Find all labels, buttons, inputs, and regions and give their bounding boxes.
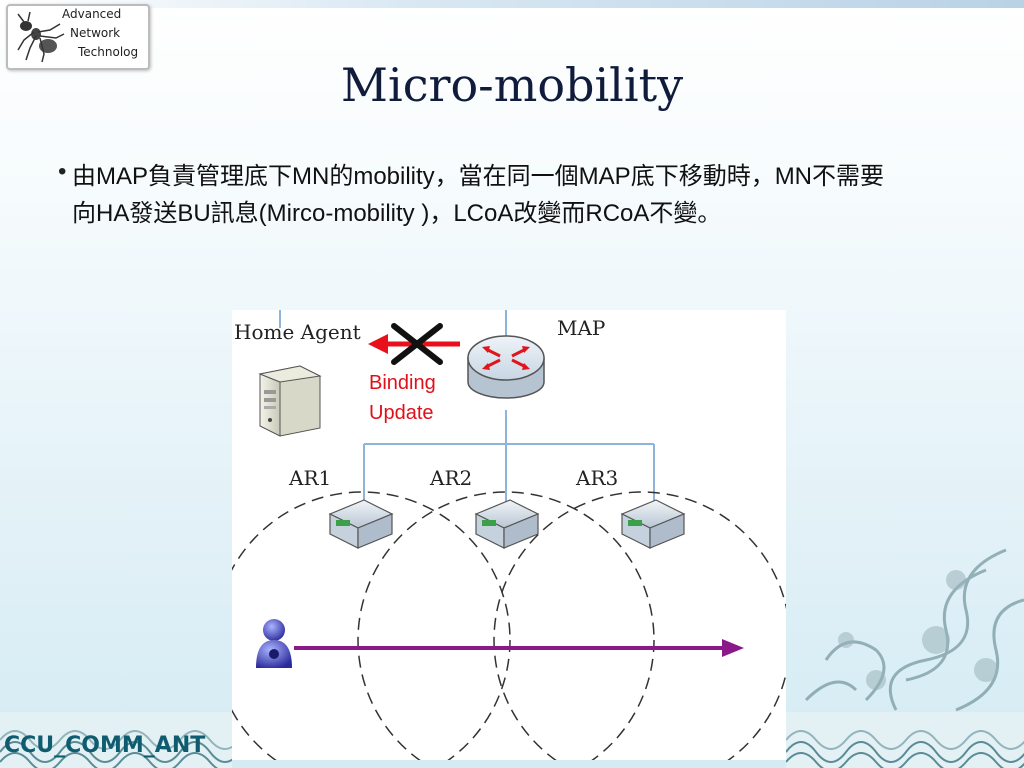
logo-text-line3: Technolog [78,45,139,59]
ar3-label: AR3 [576,466,619,490]
ar1-coverage-circle [232,491,511,760]
ar2-coverage-circle [357,491,655,760]
blocked-cross-icon [391,323,443,365]
ar2-label: AR2 [430,466,473,490]
map-label: MAP [557,316,606,340]
micro-mobility-diagram: Home Agent MAP AR1 AR2 AR3 Binding Updat… [232,310,786,760]
ant-logo-icon [17,11,65,63]
ar3-coverage-circle [493,491,786,760]
map-router-icon [467,335,545,399]
diagram-canvas [232,310,786,760]
mobile-node-user-icon [256,619,292,668]
ar1-router-icon [328,499,394,549]
logo: Advanced Network Technolog [6,4,150,70]
ar2-router-icon [474,499,540,549]
logo-text-line1: Advanced [62,7,122,21]
footer-text: CCU_COMM_ANT [4,733,206,758]
dragon-decoration-icon [804,548,1024,712]
home-agent-server-icon [258,365,322,437]
logo-text-line2: Network [70,26,121,40]
home-agent-label: Home Agent [234,320,361,344]
binding-update-label: Binding Update [369,372,436,424]
ar1-label: AR1 [289,466,332,490]
bullet-dot-icon: • [58,158,67,185]
network-links [279,310,655,510]
top-stripe [0,0,1024,8]
ha-to-map-link [279,310,507,340]
bullet-text: 由MAP負責管理底下MN的mobility，當在同一個MAP底下移動時，MN不需… [72,163,885,227]
waves-right-decoration-icon [786,712,1024,768]
ar3-router-icon [620,499,686,549]
movement-arrow [294,639,744,657]
waves-left-decoration-icon [0,712,232,768]
coverage-circles [232,491,786,760]
slide-title: Micro-mobility [340,58,684,112]
